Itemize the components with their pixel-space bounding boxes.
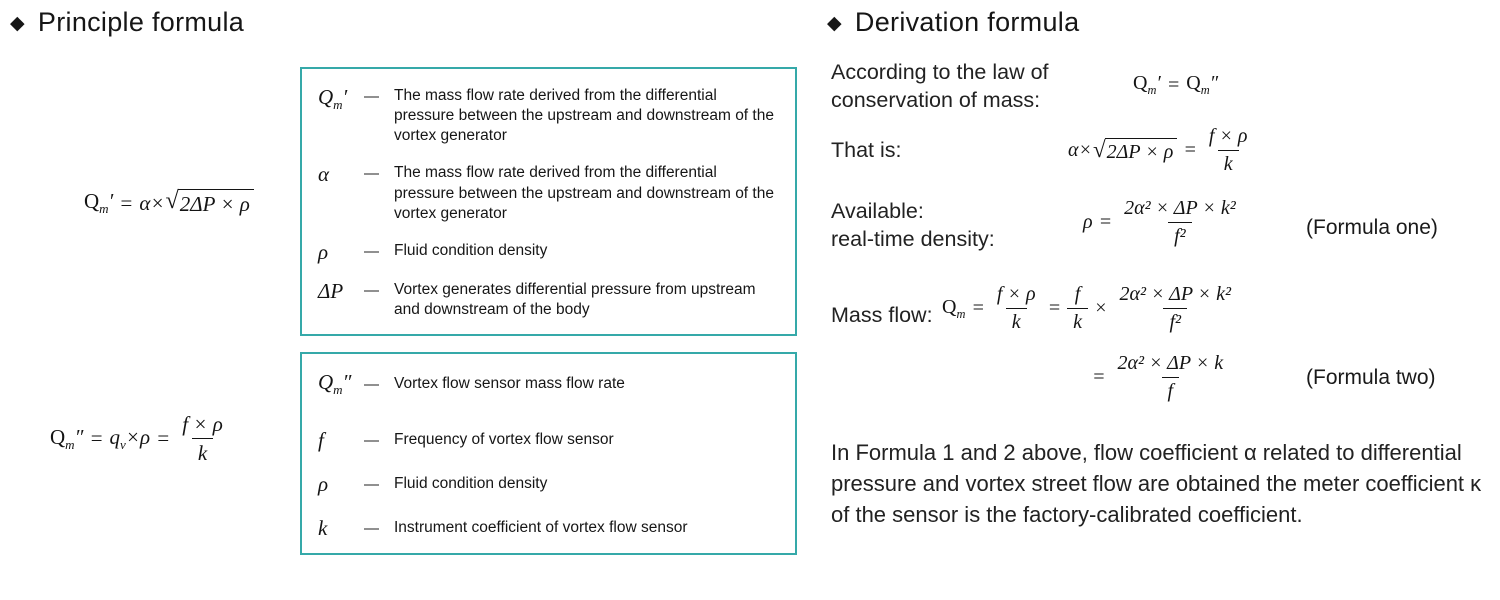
definition-row-qm-dblprime: Qm″ — Vortex flow sensor mass flow rate bbox=[318, 371, 781, 397]
definition-row-rho: ρ — Fluid condition density bbox=[318, 241, 781, 263]
definition-text: The mass flow rate derived from the diff… bbox=[394, 164, 774, 222]
dash-separator: — bbox=[364, 432, 379, 450]
definition-row-f: f — Frequency of vortex flow sensor bbox=[318, 429, 781, 451]
definition-text: Vortex flow sensor mass flow rate bbox=[394, 374, 625, 392]
equals-sign: = bbox=[156, 426, 171, 451]
dash-separator: — bbox=[364, 476, 379, 494]
radical-icon: √ bbox=[1093, 136, 1106, 162]
math-term-qm-dblprime: Qm″ bbox=[1186, 72, 1219, 97]
explanation-paragraph: In Formula 1 and 2 above, flow coefficie… bbox=[831, 440, 1482, 527]
symbol-rho: ρ bbox=[318, 471, 329, 496]
symbol-k: k bbox=[318, 515, 328, 540]
derivation-section-header: ◆ Derivation formula bbox=[827, 7, 1079, 38]
principle-section-header: ◆ Principle formula bbox=[10, 7, 244, 38]
definition-row-rho: ρ — Fluid condition density bbox=[318, 473, 781, 495]
equals-sign: = bbox=[971, 297, 985, 319]
definition-row-alpha: α — The mass flow rate derived from the … bbox=[318, 163, 781, 223]
definition-text: Vortex generates differential pressure f… bbox=[394, 280, 756, 319]
symbol-rho: ρ bbox=[318, 239, 329, 264]
law-of-conservation-label: According to the law of conservation of … bbox=[831, 60, 1049, 113]
definition-text: The mass flow rate derived from the diff… bbox=[394, 87, 774, 145]
definition-text: Fluid condition density bbox=[394, 474, 548, 492]
principle-definitions-box-1: Qm′ — The mass flow rate derived from th… bbox=[300, 67, 797, 337]
definition-row-delta-p: ΔP — Vortex generates differential press… bbox=[318, 280, 781, 320]
principle-formula-1: Qm′ = α× √2ΔP × ρ bbox=[84, 189, 254, 217]
formula-one-label: (Formula one) bbox=[1306, 216, 1438, 239]
symbol-qm-dblprime: Qm″ bbox=[318, 370, 352, 398]
math-term-qm-prime: Qm′ bbox=[1133, 72, 1161, 97]
equals-sign: = bbox=[1183, 139, 1197, 161]
available-label: Available: real-time density: bbox=[831, 197, 995, 254]
definition-text: Instrument coefficient of vortex flow se… bbox=[394, 518, 688, 536]
times-sign: × bbox=[1093, 297, 1108, 319]
diamond-icon: ◆ bbox=[827, 13, 842, 34]
mass-flow-label: Mass flow: bbox=[831, 303, 933, 327]
radicand: 2ΔP × ρ bbox=[1104, 137, 1178, 164]
math-term-qm-prime: Qm′ bbox=[84, 189, 114, 217]
equals-sign: = bbox=[89, 426, 104, 451]
available-label-line1: Available: bbox=[831, 199, 924, 223]
math-term-qm-dblprime: Qm″ bbox=[50, 424, 84, 452]
symbol-f: f bbox=[318, 427, 324, 452]
dash-separator: — bbox=[364, 242, 379, 260]
alpha-times-term: α× bbox=[1068, 139, 1092, 161]
symbol-qm-prime: Qm′ bbox=[318, 85, 348, 113]
radicand: 2ΔP × ρ bbox=[177, 189, 254, 217]
definition-row-k: k — Instrument coefficient of vortex flo… bbox=[318, 517, 781, 539]
definition-text: Frequency of vortex flow sensor bbox=[394, 430, 614, 448]
equals-sign: = bbox=[119, 190, 134, 215]
math-term-alpha-sqrt: α× √2ΔP × ρ bbox=[139, 187, 254, 217]
principle-definitions-box-2: Qm″ — Vortex flow sensor mass flow rate … bbox=[300, 352, 797, 555]
math-term-alpha-sqrt: α× √2ΔP × ρ bbox=[1068, 136, 1178, 164]
available-label-line2: real-time density: bbox=[831, 227, 995, 252]
diamond-icon: ◆ bbox=[10, 13, 25, 34]
dash-separator: — bbox=[364, 520, 379, 538]
symbol-delta-p: ΔP bbox=[318, 278, 344, 303]
formula-two-label: (Formula two) bbox=[1306, 366, 1436, 389]
dash-separator: — bbox=[364, 165, 379, 183]
equals-sign: = bbox=[1166, 73, 1181, 96]
dash-separator: — bbox=[364, 281, 379, 299]
definition-row-qm-prime: Qm′ — The mass flow rate derived from th… bbox=[318, 86, 781, 146]
math-term-qm: Qm bbox=[942, 295, 966, 321]
that-is-label: That is: bbox=[831, 138, 902, 162]
radical-icon: √ bbox=[165, 187, 179, 215]
dash-separator: — bbox=[364, 376, 379, 394]
definition-text: Fluid condition density bbox=[394, 241, 548, 259]
equals-sign: = bbox=[1092, 366, 1106, 388]
equals-sign: = bbox=[1098, 211, 1113, 233]
derivation-title: Derivation formula bbox=[854, 7, 1080, 37]
dash-separator: — bbox=[364, 88, 379, 105]
principle-title: Principle formula bbox=[37, 7, 245, 37]
math-term-qv-rho: qv×ρ bbox=[109, 424, 151, 452]
alpha-times-term: α× bbox=[139, 190, 165, 215]
derivation-eq-mass-equality: Qm′ = Qm″ bbox=[1133, 72, 1218, 98]
math-term-rho: ρ bbox=[1083, 211, 1093, 233]
equals-sign: = bbox=[1047, 297, 1062, 319]
symbol-alpha: α bbox=[318, 162, 330, 187]
